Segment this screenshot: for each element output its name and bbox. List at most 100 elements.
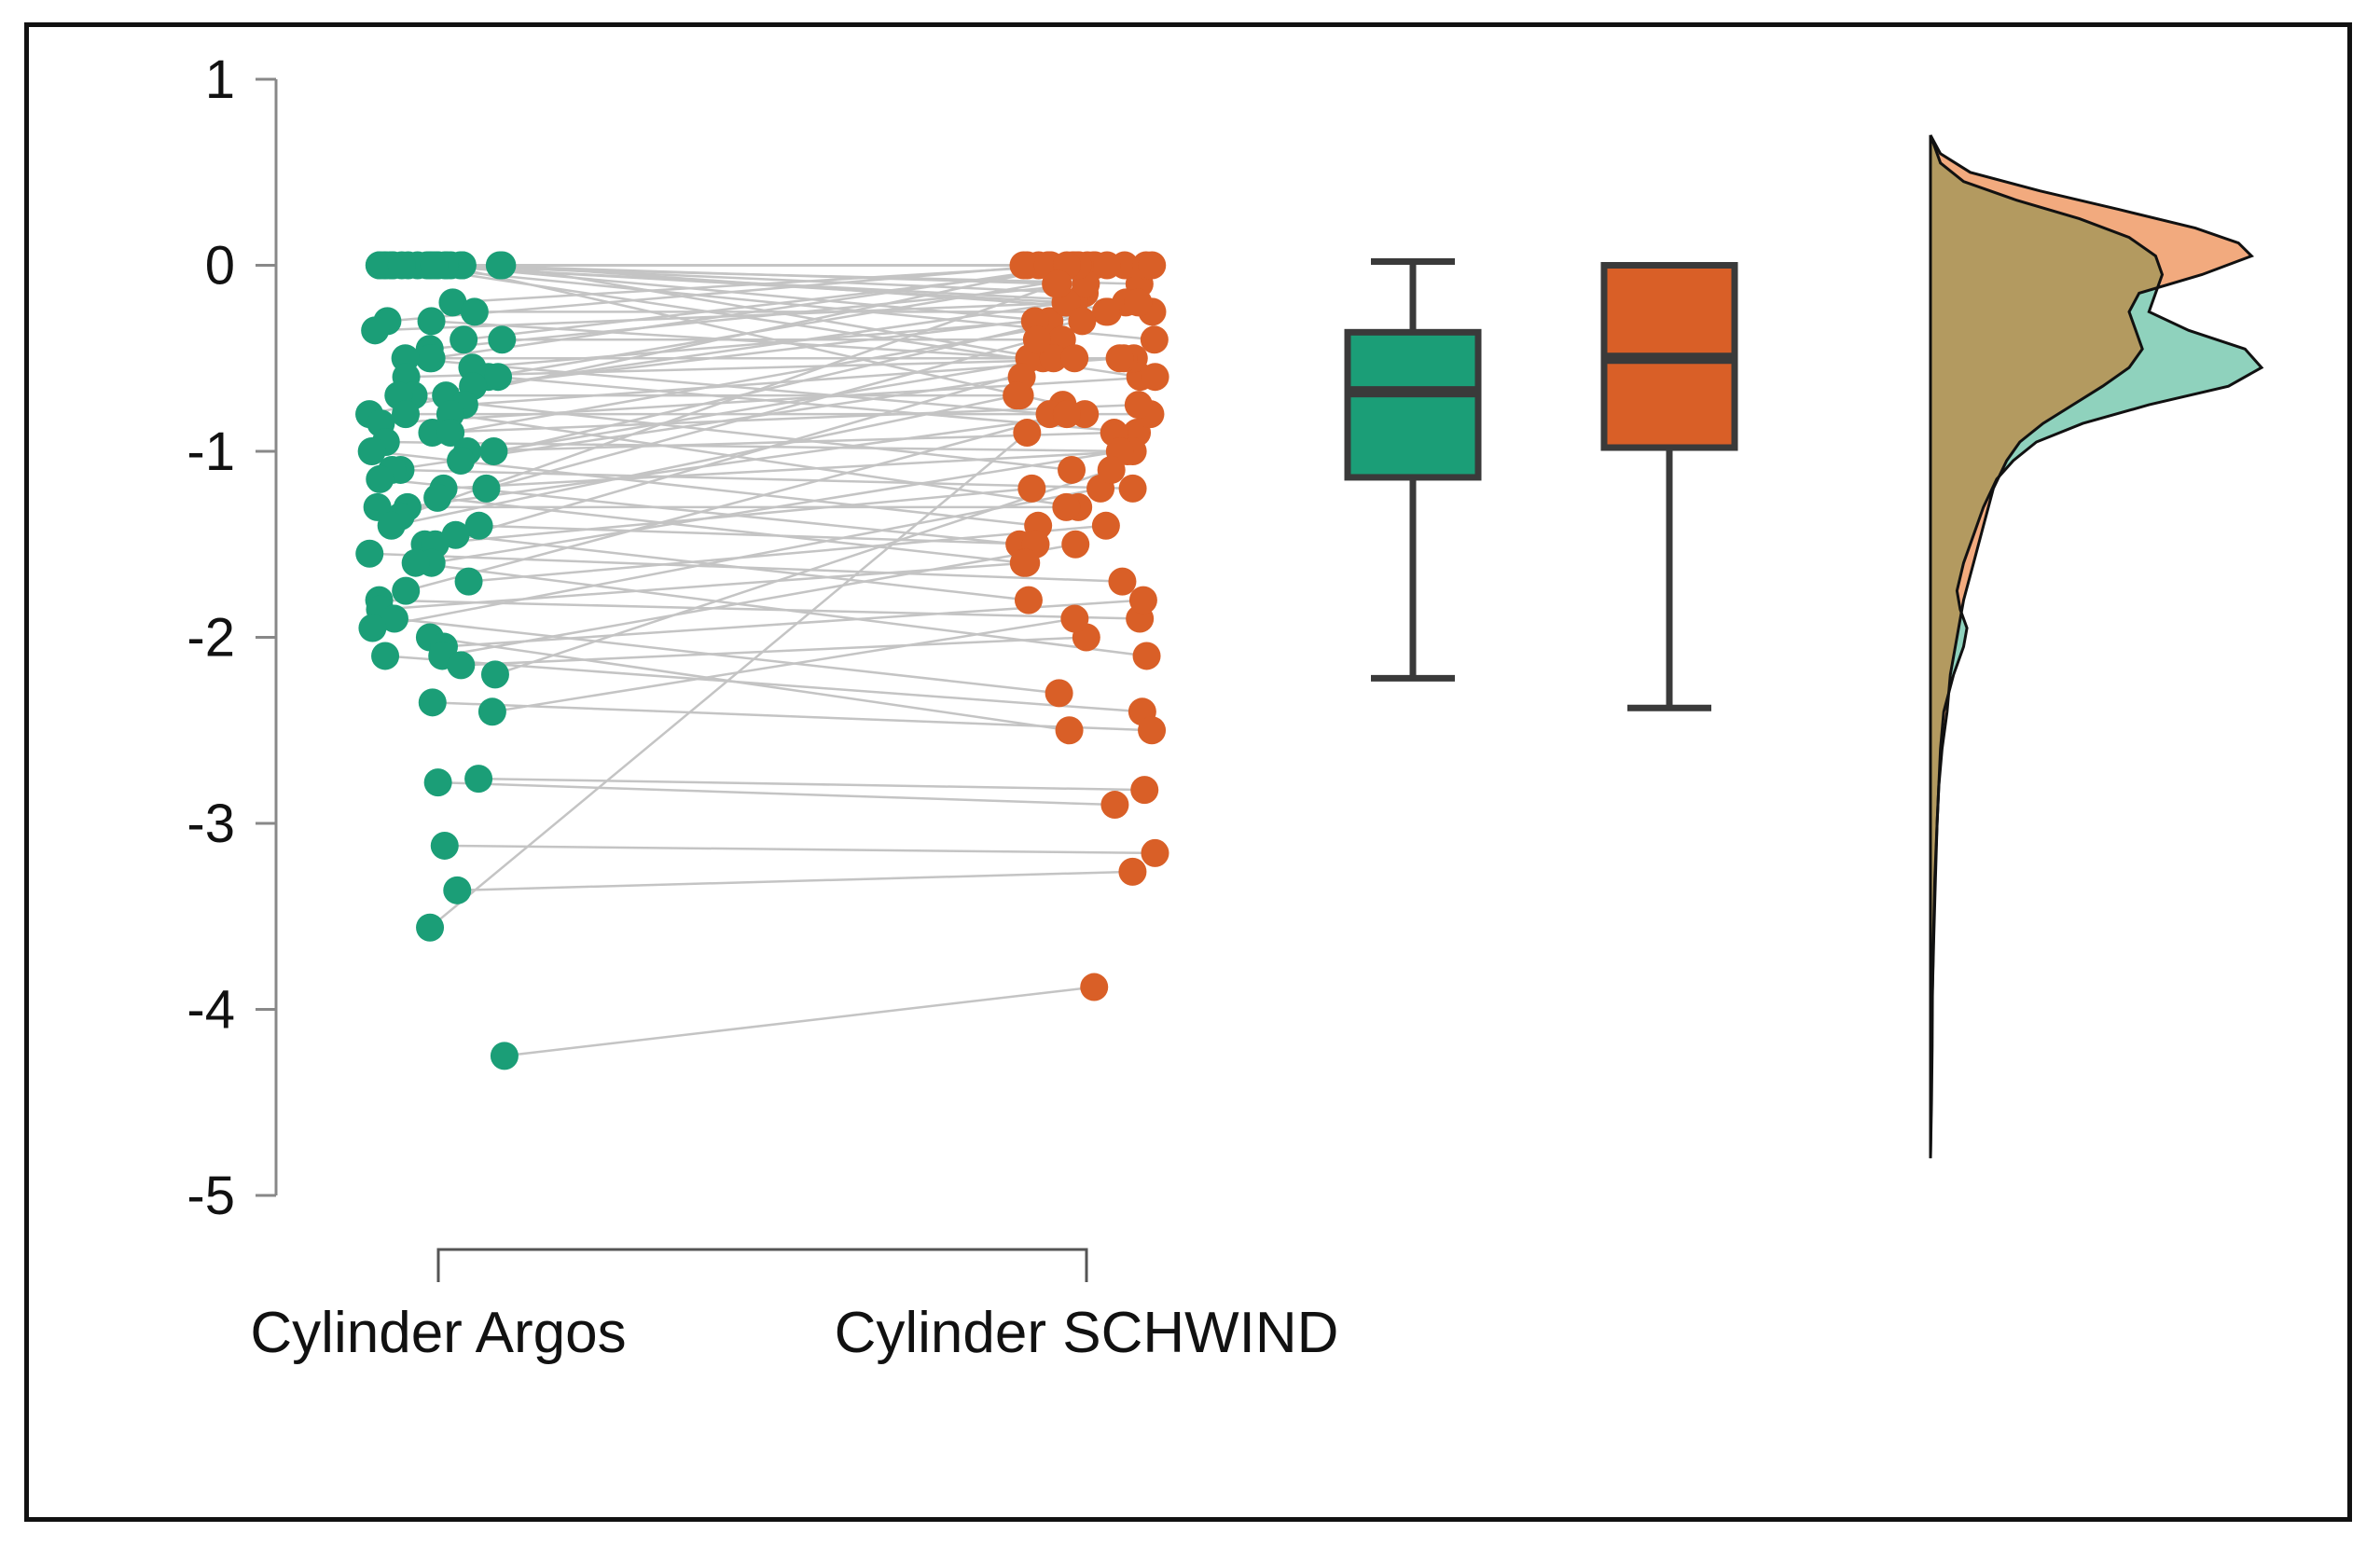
density-layer bbox=[1929, 134, 2264, 1159]
boxplot-argos bbox=[1344, 258, 1482, 682]
paired-line bbox=[494, 468, 1113, 676]
boxplot-schwind bbox=[1600, 262, 1738, 711]
paired-line bbox=[391, 393, 1017, 528]
paired-line bbox=[457, 870, 1133, 892]
point-argos bbox=[416, 913, 445, 942]
point-schwind bbox=[1044, 269, 1072, 298]
point-schwind bbox=[1058, 455, 1086, 484]
paired-line bbox=[380, 561, 1027, 611]
point-schwind bbox=[1092, 297, 1121, 326]
paired-line bbox=[468, 524, 1106, 583]
point-schwind bbox=[1014, 586, 1043, 614]
point-schwind bbox=[1130, 776, 1159, 805]
point-argos bbox=[420, 251, 449, 280]
point-argos bbox=[371, 642, 400, 670]
y-ticks: 10-1-2-3-4-5 bbox=[187, 49, 276, 1226]
paired-line bbox=[385, 440, 1128, 453]
paired-lines-layer bbox=[368, 264, 1155, 1057]
x-axis: Cylinder Argos Cylinder SCHWIND bbox=[250, 1248, 1339, 1365]
point-schwind bbox=[1061, 530, 1090, 559]
point-argos bbox=[464, 765, 493, 794]
point-schwind bbox=[1132, 642, 1161, 670]
paired-line bbox=[424, 487, 1032, 545]
point-schwind bbox=[1138, 716, 1167, 745]
point-argos bbox=[436, 419, 465, 448]
point-schwind bbox=[1140, 325, 1169, 354]
point-argos bbox=[430, 831, 459, 860]
point-argos bbox=[447, 651, 476, 680]
paired-line bbox=[407, 412, 1086, 509]
point-schwind bbox=[1052, 492, 1081, 521]
y-tick-label: 1 bbox=[205, 49, 235, 110]
point-argos bbox=[480, 660, 509, 689]
point-argos bbox=[423, 768, 452, 797]
points-layer bbox=[355, 251, 1169, 1070]
y-tick-label: -4 bbox=[187, 980, 235, 1041]
paired-line bbox=[444, 844, 1155, 855]
point-argos bbox=[464, 511, 493, 540]
point-schwind bbox=[1022, 325, 1051, 354]
point-schwind bbox=[1124, 391, 1153, 420]
point-argos bbox=[365, 251, 394, 280]
point-schwind bbox=[1141, 838, 1169, 867]
point-argos bbox=[479, 437, 508, 465]
paired-line bbox=[432, 701, 1153, 732]
point-argos bbox=[361, 316, 390, 345]
point-argos bbox=[358, 614, 387, 642]
paired-line bbox=[493, 357, 1054, 453]
paired-line bbox=[369, 552, 1123, 583]
point-schwind bbox=[1009, 251, 1038, 280]
point-schwind bbox=[1003, 381, 1031, 410]
paired-line bbox=[478, 524, 1036, 545]
point-schwind bbox=[1039, 344, 1068, 373]
paired-line bbox=[436, 496, 1024, 564]
paired-line bbox=[413, 301, 1067, 397]
point-schwind bbox=[1055, 716, 1084, 745]
point-argos bbox=[450, 325, 478, 354]
point-argos bbox=[443, 876, 472, 904]
paired-line bbox=[472, 311, 1107, 388]
paired-line bbox=[435, 357, 1075, 545]
paired-line bbox=[400, 283, 1059, 518]
paired-line bbox=[406, 357, 1125, 379]
point-argos bbox=[488, 251, 517, 280]
paired-line bbox=[478, 777, 1145, 792]
box-body bbox=[1344, 328, 1482, 481]
point-schwind bbox=[1091, 511, 1120, 540]
point-argos bbox=[418, 688, 447, 717]
point-schwind bbox=[1013, 419, 1042, 448]
point-argos bbox=[366, 464, 394, 493]
point-argos bbox=[401, 548, 430, 577]
point-schwind bbox=[1108, 567, 1137, 596]
point-schwind bbox=[1138, 251, 1167, 280]
point-schwind bbox=[1012, 548, 1041, 577]
point-schwind bbox=[1093, 251, 1122, 280]
point-argos bbox=[380, 604, 408, 633]
point-argos bbox=[377, 511, 406, 540]
point-argos bbox=[387, 251, 416, 280]
point-schwind bbox=[1124, 288, 1153, 317]
point-argos bbox=[392, 576, 421, 605]
point-schwind bbox=[1128, 586, 1157, 614]
y-tick-label: -5 bbox=[187, 1166, 235, 1226]
paired-line bbox=[405, 412, 1068, 592]
point-schwind bbox=[1118, 857, 1147, 886]
paired-line bbox=[384, 655, 1142, 713]
paired-line bbox=[431, 449, 1121, 564]
paired-line bbox=[491, 617, 1075, 713]
point-argos bbox=[355, 539, 384, 568]
paired-line bbox=[394, 617, 1059, 695]
point-argos bbox=[423, 483, 452, 512]
point-schwind bbox=[1100, 791, 1129, 820]
paired-line bbox=[442, 543, 1076, 657]
density-schwind-outline bbox=[1929, 134, 2255, 1159]
point-schwind bbox=[1118, 474, 1147, 503]
y-tick-label: 0 bbox=[205, 236, 235, 297]
point-schwind bbox=[1105, 344, 1134, 373]
x-category-label-schwind: Cylinder SCHWIND bbox=[835, 1301, 1339, 1365]
point-argos bbox=[488, 325, 517, 354]
point-argos bbox=[357, 437, 386, 465]
point-argos bbox=[472, 474, 501, 503]
paired-line bbox=[431, 264, 1079, 360]
